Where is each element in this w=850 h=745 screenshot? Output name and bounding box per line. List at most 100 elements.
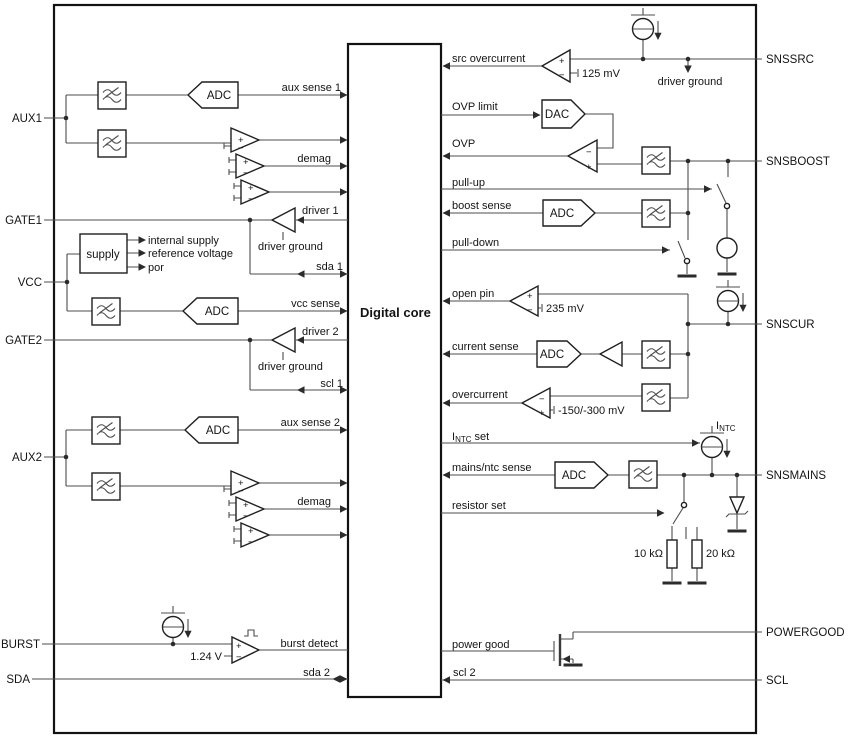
plus-sign: + [236, 641, 242, 652]
plus-sign: + [243, 500, 249, 511]
label-driver-1: driver 1 [302, 205, 339, 217]
pin-snsboost: SNSBOOST [766, 156, 830, 168]
digital-core-block [346, 42, 443, 699]
minus-sign: − [539, 394, 545, 405]
minus-sign: − [248, 537, 254, 548]
label-por: por [148, 262, 164, 274]
label-driver-ground: driver ground [258, 361, 323, 373]
label-src-overcurrent: src overcurrent [452, 53, 525, 65]
wires [443, 39, 762, 77]
driver-buffer-icon [270, 206, 296, 234]
minus-sign: − [248, 194, 254, 205]
label-internal-supply: internal supply [148, 235, 219, 247]
sda-section: sda 2 SDA [6, 667, 348, 686]
label-demag: demag [297, 496, 331, 508]
label-vcc-sense: vcc sense [291, 298, 340, 310]
label-driver-ground: driver ground [658, 76, 723, 88]
label-r-10k: 10 kΩ [634, 548, 663, 560]
label-ref-src: 125 mV [582, 68, 621, 80]
switch-blades [677, 183, 727, 259]
wires [441, 631, 762, 663]
plus-sign: + [539, 408, 545, 419]
adc-block [183, 416, 239, 444]
label-ref-overcurrent: -150/-300 mV [558, 405, 625, 417]
label-r-20k: 20 kΩ [706, 548, 735, 560]
src-overcurrent-comparator-icon [540, 48, 571, 84]
plus-sign: + [243, 157, 249, 168]
comparator-icon [230, 469, 261, 497]
minus-sign: − [238, 486, 244, 497]
aux2-section: ADC + − + − + − aux sense 2 demag AUX2 [12, 416, 348, 549]
label-aux-sense-1: aux sense 1 [282, 82, 341, 94]
comparator-icon [230, 126, 261, 154]
pin-vcc: VCC [18, 277, 42, 289]
label-current-sense: current sense [452, 341, 519, 353]
label-ref-open-pin: 235 mV [546, 303, 585, 315]
gate1-section: GATE1 driver 1 driver ground sda 1 [5, 205, 348, 278]
comparator-icon [235, 495, 266, 523]
filter-icon [641, 199, 671, 228]
pin-aux1: AUX1 [12, 113, 42, 125]
adc-block [536, 340, 583, 368]
label-sda-2: sda 2 [303, 667, 330, 679]
plus-sign: + [586, 162, 592, 173]
overcurrent-comparator-icon [520, 386, 551, 420]
filter-icon [97, 129, 127, 158]
comparator-icon [240, 521, 271, 549]
filter-icon [91, 472, 121, 501]
zener-bar [725, 510, 749, 518]
digital-core-label: Digital core [360, 305, 431, 320]
plus-sign: + [248, 183, 254, 194]
pin-aux2: AUX2 [12, 452, 42, 464]
pulse-icon [244, 629, 258, 637]
label-ref-burst: 1.24 V [190, 651, 222, 663]
comparator-input-stubs [223, 486, 241, 544]
filter-icon [641, 146, 671, 175]
wires [44, 219, 348, 275]
snscur-section: + − ADC − + open pin 235 mV current sens… [442, 279, 815, 420]
label-driver-ground: driver ground [258, 241, 323, 253]
label-i-ntc: INTC [716, 420, 736, 433]
label-scl-2: scl 2 [453, 667, 476, 679]
label-ovp: OVP [452, 138, 475, 150]
wires [44, 339, 348, 391]
minus-sign: − [586, 147, 592, 158]
comparator-icon [240, 178, 271, 206]
pin-sda: SDA [6, 674, 30, 686]
adc-block [186, 81, 239, 109]
adc-block [554, 461, 610, 489]
comparator-icon [235, 152, 266, 180]
driver-buffer-icon [270, 326, 296, 354]
wires [443, 293, 762, 414]
resistor-10k-icon [666, 539, 678, 569]
label-sda-1: sda 1 [316, 261, 343, 273]
supply-label: supply [86, 249, 119, 261]
filter-icon [641, 340, 671, 369]
resistor-20k-icon [691, 539, 703, 569]
switch-contact [683, 257, 691, 265]
filter-icon [641, 383, 671, 412]
pin-gate2: GATE2 [5, 335, 42, 347]
wires [42, 637, 348, 657]
pin-gate1: GATE1 [5, 215, 42, 227]
wires [441, 113, 762, 274]
pin-snssrc: SNSSRC [766, 54, 814, 66]
filter-icon [91, 416, 121, 445]
minus-sign: − [243, 168, 249, 179]
filter-icon [628, 460, 658, 489]
current-source-icon [716, 237, 738, 259]
ovp-comparator-icon [566, 138, 598, 174]
filter-icon [97, 81, 127, 110]
supply-block [79, 233, 128, 274]
adc-label: ADC [562, 470, 586, 482]
label-overcurrent: overcurrent [452, 389, 508, 401]
label-driver-2: driver 2 [302, 326, 339, 338]
dac-block [541, 99, 586, 129]
label-demag: demag [297, 153, 331, 165]
pin-snsmains: SNSMAINS [766, 470, 826, 482]
dac-label: DAC [545, 109, 569, 121]
switch-contact [680, 501, 688, 509]
label-boost-sense: boost sense [452, 200, 511, 212]
